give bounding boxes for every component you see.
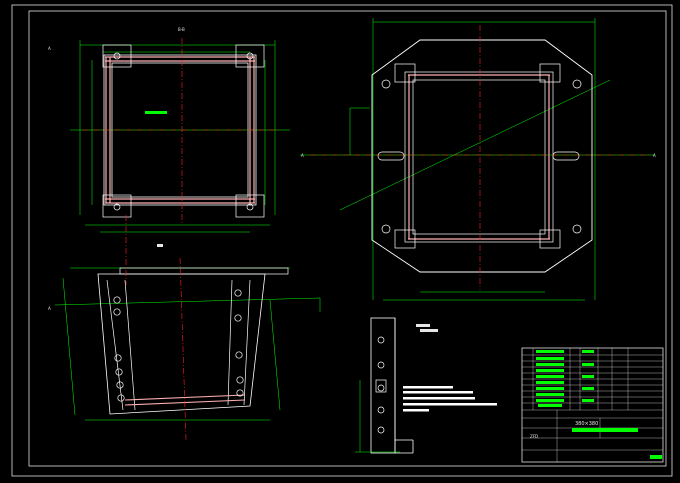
elevation-view-bottom-left: A [48,215,321,441]
outer-frame [11,4,673,477]
section-marker-left-top: A [48,46,51,51]
detail-note-2 [420,329,438,332]
section-marker-mid-lower: A [48,306,51,311]
title-block: 380×380 ZFD [521,347,664,463]
plan-view-top-right: A A [300,18,656,301]
title-block-size: 380×380 [575,421,598,427]
octagon-plate-outline [371,39,593,273]
title-block-code: ZFD [530,434,538,439]
small-note-block [157,244,163,247]
technical-notes [403,386,497,412]
section-label-top: B-B [178,27,185,32]
plan-view-top-left: B-B [48,27,290,233]
detail-note-1 [416,324,430,327]
section-marker-left-mid: A [301,153,304,158]
section-marker-right-mid: A [653,153,656,158]
plan-annotation-bar [145,111,167,114]
detail-plate-view [355,317,497,454]
inner-frame [28,10,667,467]
